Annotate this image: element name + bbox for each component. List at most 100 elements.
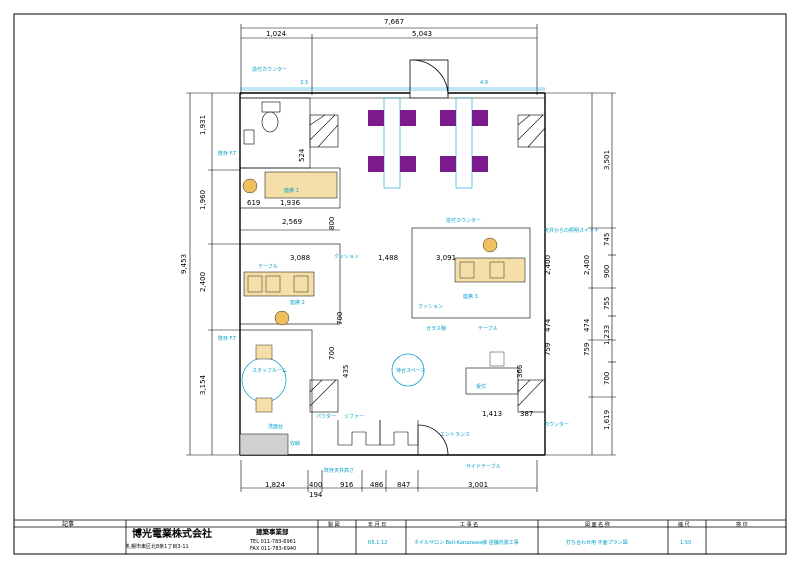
- label-table-1: テーブル: [258, 263, 278, 270]
- staff-room: [239, 329, 313, 456]
- dim-top-right: 5,043: [412, 30, 432, 38]
- label-sofa: ソファー: [344, 414, 364, 420]
- dim-right-10: 1,619: [603, 410, 611, 430]
- label-wash: 洗面台: [268, 423, 283, 430]
- label-seat-1: 座席 1: [284, 187, 299, 194]
- dim-inner-700a: 700: [336, 312, 344, 325]
- label-dimension-note: 既存天井高さ: [324, 467, 354, 474]
- dim-bottom-2: 400: [309, 481, 322, 489]
- label-counter-top: 造付カウンター: [252, 66, 287, 73]
- dim-inner-2569: 2,569: [282, 218, 302, 226]
- dim-inner-1488: 1,488: [378, 254, 398, 262]
- bottom-dimensions: [240, 460, 538, 492]
- dim-top-total: 7,667: [384, 18, 404, 26]
- tb-tel: TEL 011-783-6961: [249, 539, 296, 545]
- dim-inner-366: 366: [516, 364, 524, 378]
- label-table-2: テーブル: [478, 325, 498, 332]
- tb-address: 札幌市東区北8条1丁目3-11: [126, 543, 189, 550]
- dim-inner-1413: 1,413: [482, 410, 502, 418]
- dim-inner-3088: 3,088: [290, 254, 310, 262]
- window-dim-b: 4.9: [480, 80, 488, 86]
- dim-inner-700b: 700: [328, 347, 336, 360]
- entrance-door: [417, 424, 449, 456]
- dim-left-3: 2,400: [199, 272, 207, 292]
- dim-bottom-5: 847: [397, 481, 410, 489]
- dim-inner-759: 759: [544, 343, 552, 356]
- dim-inner-435: 435: [342, 365, 350, 378]
- tb-dept: 建築事業部: [255, 527, 289, 536]
- dining-area: [368, 97, 488, 189]
- dim-inner-3091: 3,091: [436, 254, 456, 262]
- tb-h-drawn: 製 図: [328, 521, 340, 528]
- dim-inner-387: 387: [520, 410, 533, 418]
- dim-left-4: 3,154: [199, 374, 207, 395]
- dim-inner-800: 800: [328, 217, 336, 230]
- label-reception: 受付: [476, 383, 486, 390]
- tb-h-date: 年 月 日: [368, 521, 386, 528]
- title-block: [14, 519, 786, 554]
- dim-bottom-3: 916: [340, 481, 354, 489]
- label-cushion-2: クッション: [418, 304, 443, 310]
- label-staff-room: スタッフルーム: [252, 367, 287, 374]
- tb-drawing: 打ち合わせ用 平面プラン図: [566, 539, 628, 546]
- seat-area-3: [411, 227, 531, 319]
- left-dimensions: [186, 92, 240, 456]
- tb-h-scale: 縮 尺: [678, 521, 690, 528]
- tb-h-project: 工 事 名: [460, 521, 478, 528]
- label-entrance: エントランス: [440, 432, 470, 438]
- top-door: [409, 59, 449, 99]
- dim-inner-524: 524: [298, 148, 306, 162]
- dim-left-1: 1,931: [199, 115, 207, 135]
- tb-date: R5.1.12: [368, 540, 387, 546]
- label-side-table: サイドテーブル: [466, 463, 501, 470]
- label-powder: パウダー: [316, 413, 336, 420]
- bed-area-1: [239, 167, 341, 209]
- label-room-1: 既存 F.T: [218, 150, 237, 157]
- dim-right-6: 1,233: [603, 325, 611, 345]
- dim-bottom-6: 3,001: [468, 481, 488, 489]
- sheet-border: [13, 13, 787, 555]
- dim-right-7: 474: [583, 318, 591, 332]
- label-room-2: 既存 F.T: [218, 335, 237, 342]
- tb-project: ネイルサロン Bell-Kanazawa様 店舗内装工事: [414, 539, 519, 546]
- dim-right-2: 745: [603, 233, 611, 246]
- dim-top-left: 1,024: [266, 30, 287, 38]
- right-dimensions: [545, 92, 616, 456]
- dim-right-1: 3,501: [603, 150, 611, 170]
- dim-bottom-1: 1,824: [265, 481, 286, 489]
- dim-right-9: 700: [603, 372, 611, 385]
- window-dim-a: 3.3: [300, 80, 308, 86]
- window-line: [240, 87, 545, 91]
- label-ceiling-note: 天井からの照明スイッチ: [544, 227, 599, 234]
- dim-inner-619: 619: [247, 199, 260, 207]
- label-cushion-1: クッション: [334, 254, 359, 260]
- dim-left-total: 9,453: [180, 254, 188, 274]
- top-dimensions: [240, 24, 538, 95]
- dim-inner-2400: 2,400: [544, 255, 552, 275]
- dim-right-5: 755: [603, 297, 611, 310]
- dim-inner-1936: 1,936: [280, 199, 301, 207]
- tb-h-drawing: 図 面 名 称: [585, 521, 610, 528]
- label-seat-3: 座席 3: [463, 293, 478, 300]
- tb-scale: 1:50: [680, 540, 691, 546]
- tb-fax: FAX 011-783-6940: [250, 546, 296, 552]
- label-waiting: 待合スペース: [396, 367, 425, 374]
- tb-company: 博光電業株式会社: [132, 527, 212, 540]
- dim-bottom-under: 194: [309, 491, 323, 499]
- tb-h-approve: 検 印: [736, 521, 748, 528]
- waiting-area: [337, 351, 519, 446]
- dim-right-3: 2,400: [583, 255, 591, 275]
- label-shelf: ガラス棚: [426, 325, 446, 332]
- label-counter-bottom: カウンター: [544, 421, 569, 428]
- dim-right-4: 900: [603, 265, 611, 278]
- dim-inner-474: 474: [544, 318, 552, 332]
- label-counter-mid: 造付カウンター: [446, 217, 481, 224]
- dim-left-2: 1,960: [199, 190, 207, 210]
- tb-note-label: 記事: [62, 520, 74, 528]
- dim-right-8: 759: [583, 343, 591, 356]
- seat-area-2: [239, 243, 341, 326]
- label-seat-2: 座席 2: [290, 299, 305, 306]
- dim-bottom-4: 486: [370, 481, 384, 489]
- label-storage: 収納: [290, 440, 300, 447]
